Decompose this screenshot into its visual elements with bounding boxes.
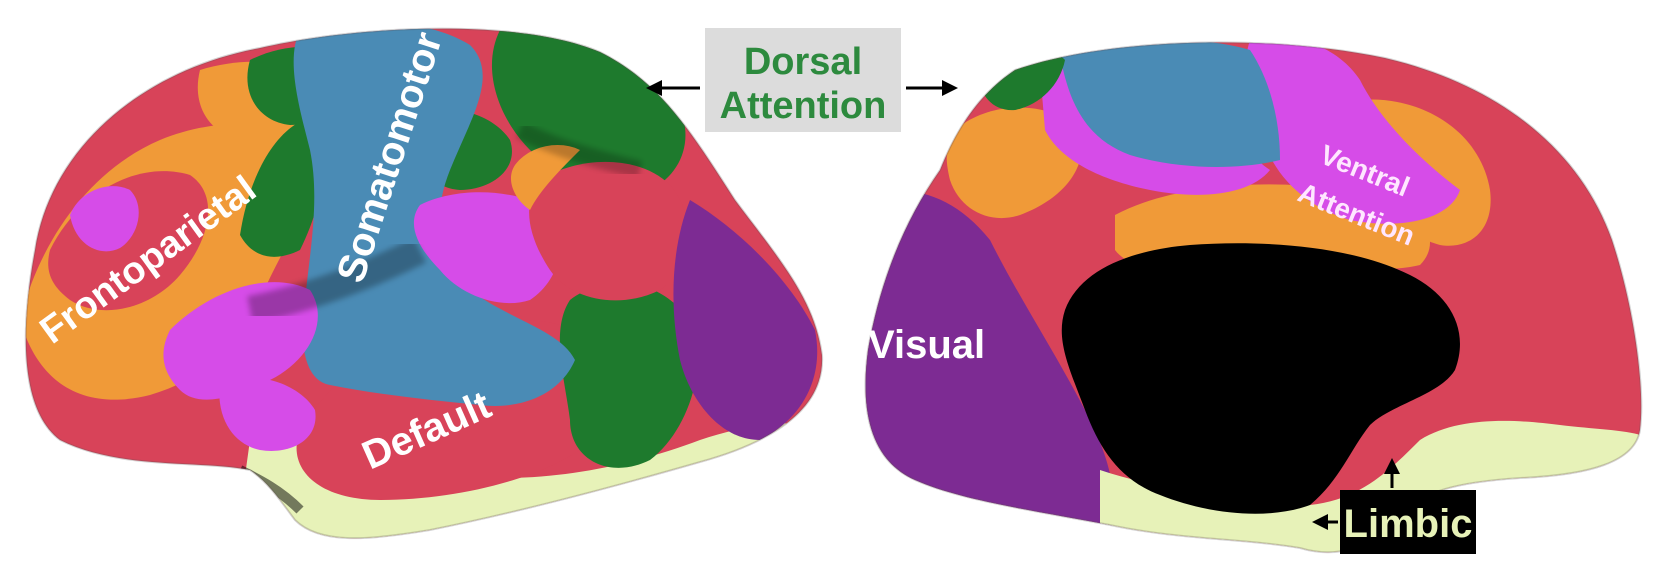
label-visual: Visual bbox=[868, 323, 985, 367]
arrow-right-icon bbox=[942, 80, 958, 96]
dorsal-attention-label-line1: Dorsal bbox=[744, 41, 862, 83]
right-hemisphere-medial bbox=[850, 0, 1656, 584]
dorsal-attention-label-line2: Attention bbox=[720, 85, 887, 127]
dorsal-attention-callout: Dorsal Attention bbox=[646, 28, 958, 132]
limbic-label: Limbic bbox=[1344, 502, 1473, 546]
